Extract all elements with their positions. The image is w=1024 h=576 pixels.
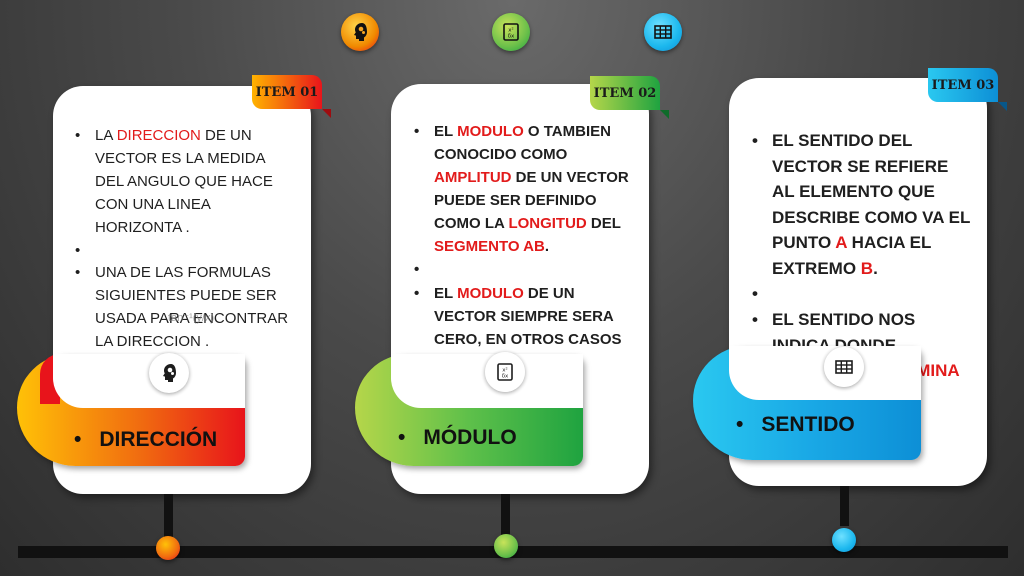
text-segment: LA: [95, 127, 117, 144]
highlight-term: LONGITUD: [508, 215, 587, 232]
formula-ghost: tan⁻¹(y/x): [168, 312, 215, 324]
text-segment: DEL: [586, 215, 621, 232]
highlight-term: B: [860, 258, 874, 278]
label-direccion: •DIRECCIÓN: [74, 428, 218, 451]
text-segment: EL: [434, 123, 458, 140]
highlight-term: MODULO: [457, 123, 524, 140]
text-segment: UNA DE LAS FORMULAS SIGUIENTES PUEDE SER…: [95, 264, 289, 350]
stem-2: [501, 494, 510, 546]
highlight-term: MODULO: [457, 285, 524, 302]
timeline-dot-3: [832, 528, 856, 552]
bullets-direccion: LA DIRECCION DE UN VECTOR ES LA MEDIDA D…: [69, 124, 293, 353]
svg-text:x²: x²: [502, 367, 507, 374]
tab-item-01: ITEM 01: [252, 75, 331, 118]
head-gears-icon: [149, 353, 189, 393]
timeline-dot-2: [494, 534, 518, 558]
bullet-modulo-definition: EL MODULO O TAMBIEN CONOCIDO COMO AMPLIT…: [408, 120, 630, 258]
text-segment: .: [873, 258, 878, 278]
text-segment: O TAMBIEN CONOCIDO COMO: [434, 123, 611, 163]
bullets-modulo: EL MODULO O TAMBIEN CONOCIDO COMO AMPLIT…: [408, 120, 630, 397]
text-segment: EL: [434, 285, 458, 302]
svg-text:δx: δx: [502, 374, 509, 380]
text-segment: DE UN VECTOR ES LA MEDIDA DEL ANGULO QUE…: [95, 127, 273, 236]
head-gears-icon: [341, 13, 379, 51]
highlight-term: A: [835, 233, 847, 252]
label-modulo: •MÓDULO: [398, 426, 517, 449]
highlight-term: SEGMENTO AB: [434, 238, 545, 255]
table-grid-icon: [644, 13, 682, 51]
svg-text:δx: δx: [508, 34, 515, 40]
text-segment: DE UN VECTOR PUEDE SER DEFINIDO COMO LA: [434, 169, 629, 232]
highlight-term: DIRECCION: [116, 127, 201, 144]
svg-text:x²: x²: [508, 27, 513, 34]
bullet-direccion-formula: UNA DE LAS FORMULAS SIGUIENTES PUEDE SER…: [69, 261, 293, 353]
stem-3: [840, 486, 849, 526]
text-segment: HACIA EL EXTREMO: [772, 233, 932, 278]
label-sentido: •SENTIDO: [736, 413, 855, 436]
stem-1: [164, 494, 173, 546]
tab-item-02: ITEM 02: [590, 76, 669, 119]
table-grid-icon: [824, 347, 864, 387]
bullet-sentido-definition: EL SENTIDO DEL VECTOR SE REFIERE AL ELEM…: [746, 128, 972, 281]
tab-item-03: ITEM 03: [928, 68, 1007, 111]
text-segment: EL SENTIDO DEL VECTOR SE REFIERE AL ELEM…: [772, 131, 971, 252]
bullet-direccion-definition: LA DIRECCION DE UN VECTOR ES LA MEDIDA D…: [69, 124, 293, 239]
highlight-term: AMPLITUD: [434, 169, 512, 186]
timeline-dot-1: [156, 536, 180, 560]
text-segment: .: [544, 238, 550, 255]
